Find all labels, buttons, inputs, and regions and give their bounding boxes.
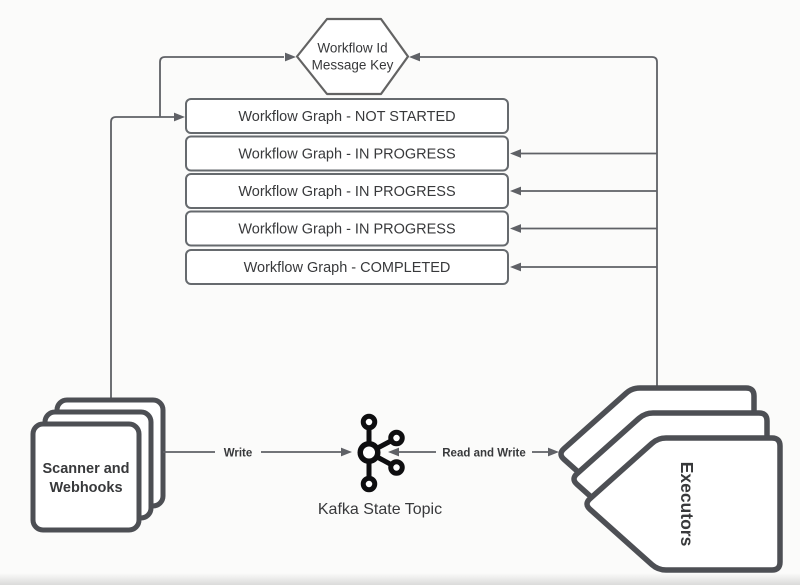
workflow-box-label: Workflow Graph - IN PROGRESS: [238, 222, 455, 238]
arrowhead-into-hexagon-right-icon: [409, 52, 420, 62]
workflow-box-shape: [185, 249, 509, 285]
left-connectors: [110, 56, 284, 400]
executor-card-front: [584, 435, 783, 573]
scanner-label-line1: Scanner and: [42, 461, 129, 477]
workflow-graph-boxes: Workflow Graph - NOT STARTED Workflow Gr…: [185, 98, 509, 285]
scanner-label-line2: Webhooks: [49, 480, 122, 496]
kafka-icon-node-bottom: [360, 475, 378, 493]
kafka-icon-hub-node: [357, 441, 381, 464]
arrowhead-into-executors-icon: [548, 447, 559, 457]
read-write-edge: Read and Write: [388, 444, 559, 460]
hexagon-label-line2: Message Key: [312, 58, 394, 73]
workflow-box-shape: [185, 98, 509, 134]
workflow-box-label: Workflow Graph - IN PROGRESS: [238, 147, 455, 163]
arrowhead-into-completed-icon: [510, 262, 521, 272]
kafka-cluster-icon: Kafka State Topic: [318, 413, 442, 518]
kafka-topic-label: Kafka State Topic: [318, 501, 442, 518]
workflow-box-in-progress-2: Workflow Graph - IN PROGRESS: [185, 173, 509, 209]
scanner-to-notstarted-line: [110, 116, 174, 400]
workflow-box-label: Workflow Graph - NOT STARTED: [238, 109, 455, 125]
workflow-box-shape: [185, 173, 509, 209]
branch-to-hexagon-line: [159, 56, 284, 117]
arrowhead-into-kafka-icon: [341, 447, 352, 457]
read-write-label: Read and Write: [442, 448, 526, 460]
right-connectors: [420, 56, 658, 388]
kafka-icon-node-top: [360, 413, 378, 431]
hexagon-shape: [295, 17, 410, 96]
workflow-box-completed: Workflow Graph - COMPLETED: [185, 249, 509, 285]
workflow-box-shape: [185, 210, 509, 247]
arrowhead-into-kafka-right-icon: [388, 447, 399, 457]
kafka-icon-node-upper-right: [388, 429, 405, 447]
write-edge: Write: [163, 444, 352, 460]
workflow-box-label: Workflow Graph - IN PROGRESS: [238, 184, 455, 200]
hexagon-label-line1: Workflow Id: [317, 41, 387, 56]
executors-to-hexagon-line: [420, 56, 658, 388]
workflow-box-label: Workflow Graph - COMPLETED: [244, 260, 451, 276]
kafka-icon-node-lower-right: [388, 459, 405, 476]
scanner-webhooks-stack: Scanner and Webhooks: [30, 397, 166, 533]
arrowhead-into-inprogress3-icon: [510, 224, 521, 233]
executors-label: Executors: [677, 462, 697, 547]
arrowhead-into-hexagon-left-icon: [285, 52, 296, 62]
workflow-box-shape: [185, 135, 509, 172]
right-arrowheads: [409, 52, 521, 272]
write-label-bg: [215, 444, 261, 460]
workflow-box-not-started: Workflow Graph - NOT STARTED: [185, 98, 509, 134]
scanner-card-front: [30, 421, 142, 533]
executors-stack: Executors: [558, 385, 783, 573]
left-arrowheads: [174, 52, 296, 122]
write-label: Write: [224, 448, 253, 460]
arrowhead-into-inprogress1-icon: [510, 149, 521, 158]
read-write-label-bg: [436, 444, 532, 460]
message-key-hexagon: Workflow Id Message Key: [295, 17, 410, 96]
workflow-box-in-progress-3: Workflow Graph - IN PROGRESS: [185, 210, 509, 247]
arrowhead-into-notstarted-icon: [174, 112, 185, 122]
arrowhead-into-inprogress2-icon: [510, 186, 521, 196]
workflow-box-in-progress-1: Workflow Graph - IN PROGRESS: [185, 135, 509, 172]
